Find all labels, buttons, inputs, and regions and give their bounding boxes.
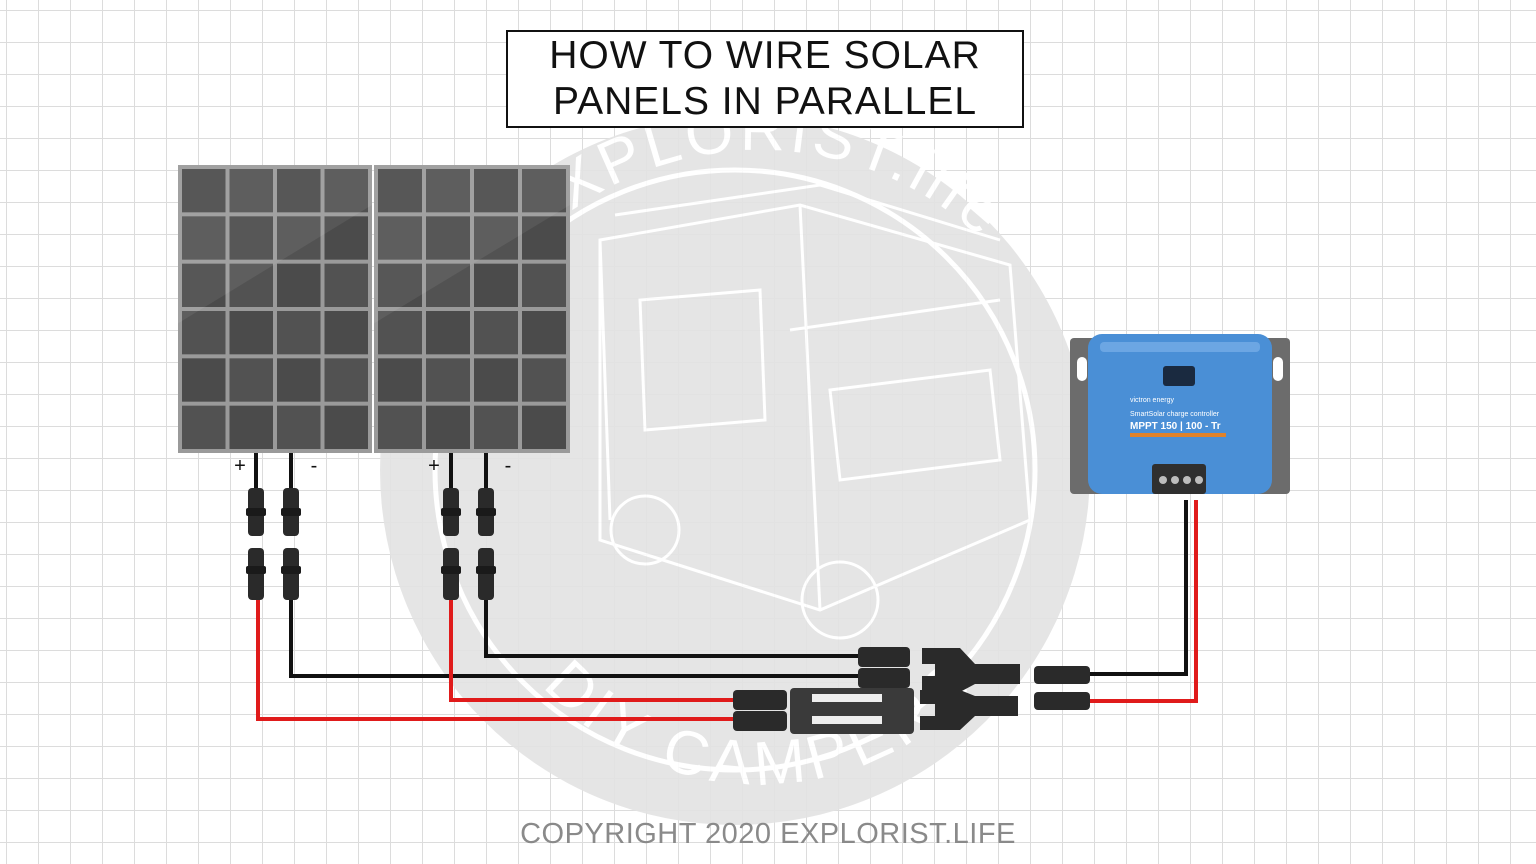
- solar-panel-2: [374, 165, 570, 453]
- panel-1-cell: [229, 263, 273, 307]
- panel-1-negative-label: -: [311, 455, 318, 477]
- copyright-notice: COPYRIGHT 2020 EXPLORIST.LIFE: [520, 818, 1016, 850]
- panel-2-positive-label: +: [428, 455, 440, 477]
- mc4-connectors: [246, 488, 496, 600]
- mc4-connector-band: [246, 566, 266, 574]
- panel-2-cell: [474, 169, 518, 213]
- negative-output-wire: [1088, 500, 1188, 676]
- title-line-1: HOW TO WIRE SOLAR: [549, 34, 981, 77]
- panel-1-cell: [324, 311, 368, 355]
- controller-brand: victron energy: [1130, 397, 1174, 404]
- panel-1-cell: [277, 311, 321, 355]
- title-box: HOW TO WIRE SOLAR PANELS IN PARALLEL: [506, 30, 1024, 128]
- panel-1-cell: [182, 169, 226, 213]
- panel-2-cell: [378, 311, 422, 355]
- panel-2-cell: [378, 405, 422, 449]
- panel-1-cell: [324, 216, 368, 260]
- panel-2-cell: [474, 263, 518, 307]
- panel-2-cell: [522, 405, 566, 449]
- panel-2-cell: [426, 358, 470, 402]
- panel-2-cell: [378, 263, 422, 307]
- panel-1-cell: [182, 263, 226, 307]
- panel-2-negative-label: -: [505, 455, 512, 477]
- negative-output-connector: [1034, 666, 1090, 684]
- panel-1-cell: [229, 358, 273, 402]
- controller-model: MPPT 150 | 100 - Tr: [1130, 421, 1221, 432]
- panel-1-cell: [182, 405, 226, 449]
- panel-2-cell: [426, 405, 470, 449]
- panel-1-cell: [277, 358, 321, 402]
- panel-2-cell: [522, 216, 566, 260]
- panel-1-cell: [182, 216, 226, 260]
- wires: [256, 500, 1198, 721]
- panel-1-cell: [324, 263, 368, 307]
- panel-1-cell: [182, 311, 226, 355]
- panel-1-cell: [229, 405, 273, 449]
- negative-branch-y-connector: [922, 648, 1020, 692]
- mc4-connector-band: [281, 508, 301, 516]
- charge-controller: victron energy SmartSolar charge control…: [1070, 334, 1290, 494]
- controller-display: [1163, 366, 1195, 386]
- van-outline: [598, 183, 1032, 640]
- positive-wire-panel-2: [449, 600, 735, 702]
- panel-2-cell: [522, 169, 566, 213]
- controller-subtitle: SmartSolar charge controller: [1130, 411, 1220, 418]
- panel-2-cell: [426, 169, 470, 213]
- panel-1-cell: [324, 405, 368, 449]
- mc4-connector-band: [476, 566, 496, 574]
- panel-2-cell: [426, 216, 470, 260]
- panel-1-cell: [182, 358, 226, 402]
- panel-2-cell: [522, 358, 566, 402]
- positive-output-wire: [1088, 500, 1198, 703]
- watermark-inner-ring: [432, 167, 1038, 773]
- panel-1-cell: [229, 311, 273, 355]
- panel-2-glare: [374, 165, 570, 324]
- title-line-2: PANELS IN PARALLEL: [552, 80, 978, 123]
- panel-2-cell: [474, 358, 518, 402]
- negative-wire-panel-1: [289, 598, 860, 678]
- panel-2-cell: [522, 311, 566, 355]
- branch-connectors: [733, 647, 1090, 734]
- panel-1-positive-label: +: [234, 455, 246, 477]
- positive-branch-y-connector: [920, 690, 1018, 730]
- panel-1-cell: [229, 216, 273, 260]
- panel-2-cell: [474, 405, 518, 449]
- mc4-connector-band: [476, 508, 496, 516]
- positive-wire-panel-1: [256, 600, 735, 721]
- panel-2-cell: [378, 358, 422, 402]
- mc4-connector-band: [441, 566, 461, 574]
- positive-output-connector: [1034, 692, 1090, 710]
- panel-2-cell: [474, 311, 518, 355]
- panel-leads: [254, 453, 488, 490]
- mc4-connector-band: [441, 508, 461, 516]
- panel-2-cell: [426, 263, 470, 307]
- panel-2-cell: [522, 263, 566, 307]
- mc4-connector-band: [281, 566, 301, 574]
- panel-1-cell: [229, 169, 273, 213]
- panel-1-cell: [277, 263, 321, 307]
- panel-1-glare: [178, 165, 372, 324]
- panel-1-cell: [277, 405, 321, 449]
- panel-1-cell: [324, 169, 368, 213]
- mc4-connector-band: [246, 508, 266, 516]
- controller-terminal-block: [1152, 464, 1206, 494]
- panel-2-cell: [474, 216, 518, 260]
- controller-body: [1088, 334, 1272, 494]
- panel-2-cell: [426, 311, 470, 355]
- solar-panel-1: [178, 165, 372, 453]
- panel-1-cell: [324, 358, 368, 402]
- negative-wire-panel-2: [484, 598, 860, 658]
- panel-2-cell: [378, 216, 422, 260]
- panel-1-cell: [277, 216, 321, 260]
- panel-2-cell: [378, 169, 422, 213]
- panel-1-cell: [277, 169, 321, 213]
